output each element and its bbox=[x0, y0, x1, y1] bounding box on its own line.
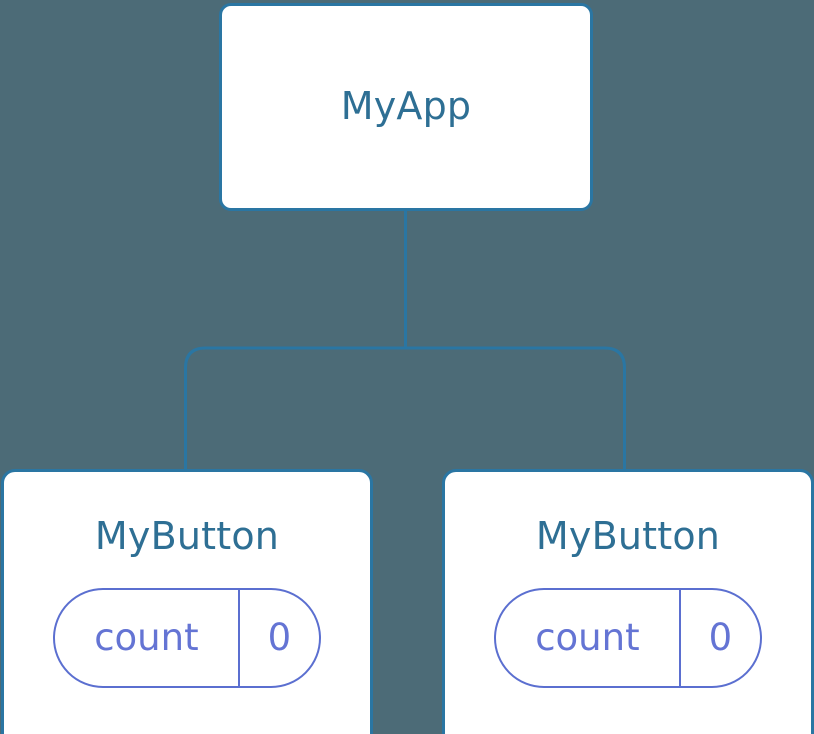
node-title: MyButton bbox=[535, 514, 721, 558]
node-mybutton-1[interactable]: MyButton count 0 bbox=[1, 469, 373, 734]
state-key-label: count bbox=[94, 616, 199, 660]
state-key: count bbox=[55, 589, 240, 686]
node-myapp[interactable]: MyApp bbox=[219, 3, 593, 211]
node-title: MyButton bbox=[94, 514, 280, 558]
state-value: 0 bbox=[240, 590, 319, 686]
node-title: MyApp bbox=[340, 84, 472, 129]
state-pill[interactable]: count 0 bbox=[53, 587, 321, 688]
edge-branch-bar bbox=[184, 346, 626, 470]
node-mybutton-2[interactable]: MyButton count 0 bbox=[442, 469, 814, 734]
state-value-label: 0 bbox=[708, 616, 733, 660]
state-value: 0 bbox=[681, 590, 760, 686]
state-key: count bbox=[496, 589, 681, 686]
state-pill[interactable]: count 0 bbox=[494, 587, 762, 688]
state-value-label: 0 bbox=[267, 616, 292, 660]
state-key-label: count bbox=[535, 616, 640, 660]
